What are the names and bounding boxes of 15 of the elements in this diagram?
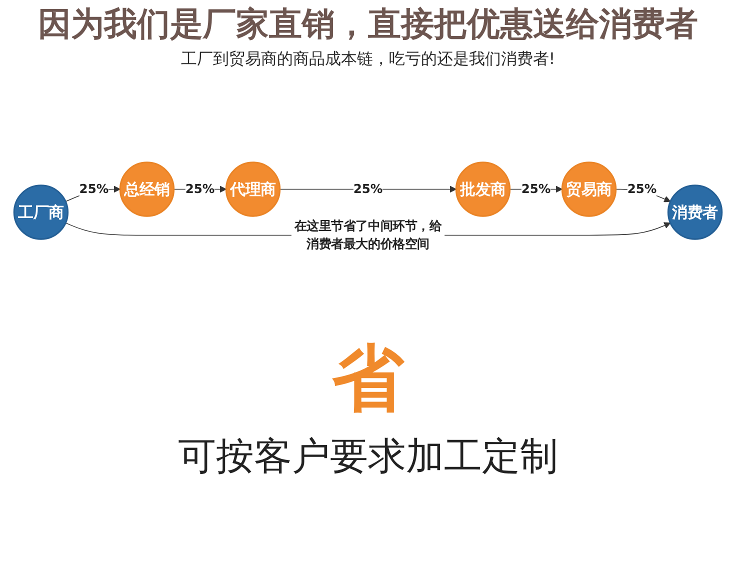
tagline-text: 可按客户要求加工定制 [178,433,558,480]
node-circle: 消费者 [667,184,723,240]
subtitle-text: 工厂到贸易商的商品成本链，吃亏的还是我们消费者! [180,48,556,70]
node-circle: 总经销 [119,162,175,217]
large-character: 省 [332,338,404,418]
edge-label: 25% [79,182,109,196]
edge-label: 25% [185,182,215,196]
node-circle: 工厂商 [13,184,69,240]
node-circle: 批发商 [455,162,511,217]
edge-label: 25% [521,182,551,196]
node-circle: 贸易商 [561,162,617,217]
edge-label: 25% [353,182,383,196]
edge-label: 在这里节省了中间环节，给消费者最大的价格空间 [294,218,442,252]
edge-label: 25% [627,182,657,196]
heading: 因为我们是厂家直销，直接把优惠送给消费者 [38,4,698,44]
